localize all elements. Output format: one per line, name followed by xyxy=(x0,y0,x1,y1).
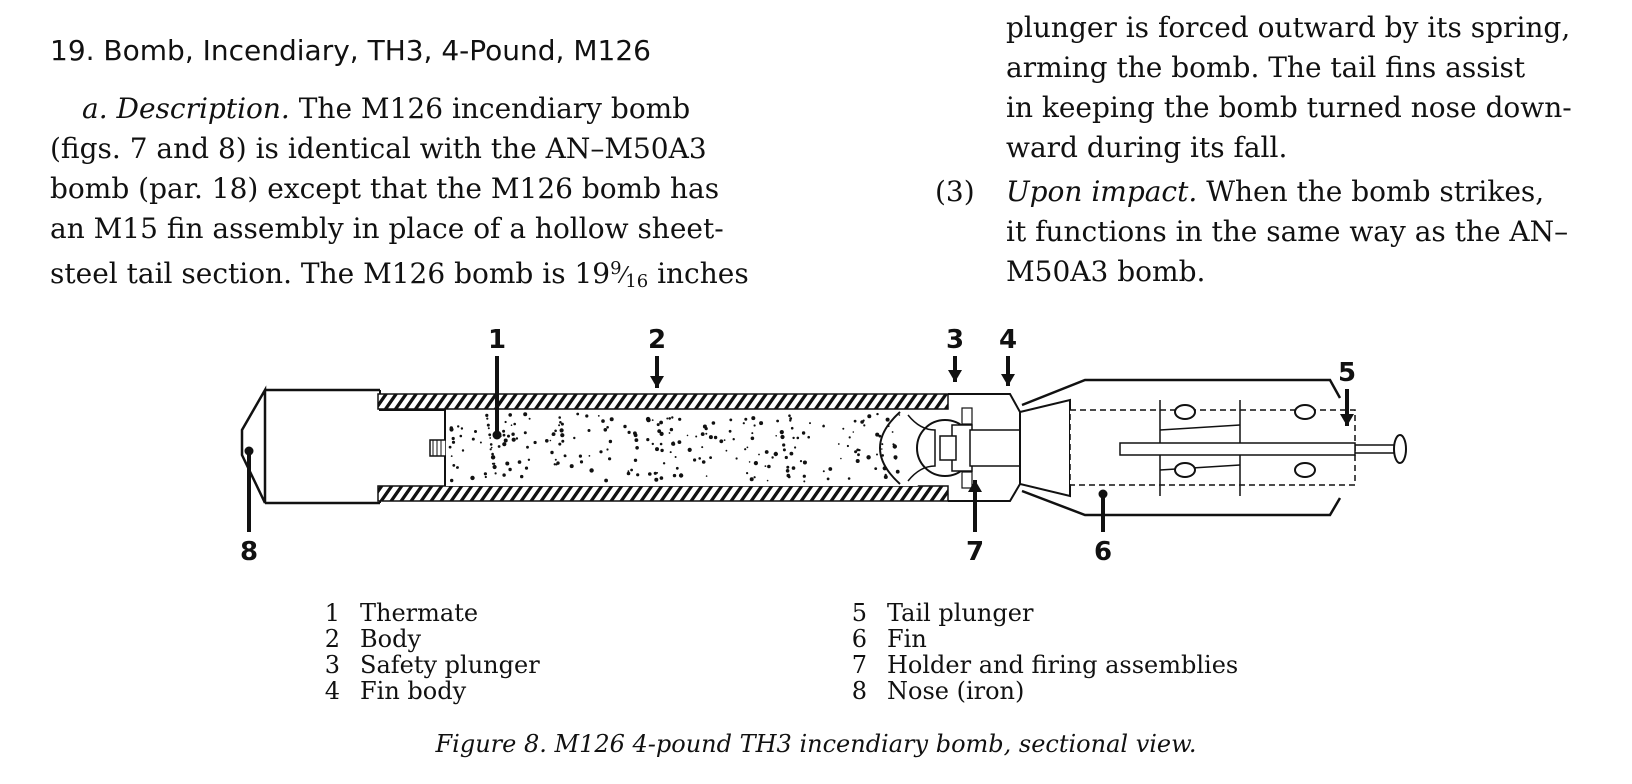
callout-label-3: 3 xyxy=(946,325,964,355)
para-line: (figs. 7 and 8) is identical with the AN… xyxy=(50,132,707,165)
nose-section xyxy=(240,385,447,505)
callout-label-6: 6 xyxy=(1094,537,1112,567)
callout-label-8: 8 xyxy=(240,537,258,567)
cont-line: ward during its fall. xyxy=(1006,131,1288,164)
callout-pointer xyxy=(948,370,962,382)
callout-label-2: 2 xyxy=(648,325,666,355)
callout-label-5: 5 xyxy=(1338,358,1356,388)
callout-pointer xyxy=(244,446,254,456)
para-line-last: steel tail section. The M126 bomb is 199… xyxy=(50,257,749,292)
callout-label-7: 7 xyxy=(966,537,984,567)
cont-line: in keeping the bomb turned nose down- xyxy=(1006,91,1572,124)
section-title: 19. Bomb, Incendiary, TH3, 4-Pound, M126 xyxy=(50,34,651,67)
thermate-fill xyxy=(446,410,918,486)
tail-plunger xyxy=(1119,434,1407,464)
holder-firing-assembly xyxy=(878,407,1021,489)
callout-label-4: 4 xyxy=(999,325,1017,355)
para-line: bomb (par. 18) except that the M126 bomb… xyxy=(50,172,720,205)
callout-pointer xyxy=(492,430,502,440)
item-line: M50A3 bomb. xyxy=(1006,255,1206,288)
callout-pointer xyxy=(1001,374,1015,386)
item-line: it functions in the same way as the AN– xyxy=(1006,215,1569,248)
item-number: (3) xyxy=(935,175,975,208)
description-paragraph: a. Description. The M126 incendiary bomb xyxy=(50,89,813,129)
callout-pointer xyxy=(1340,414,1354,426)
fraction: 9⁄16 xyxy=(610,258,649,292)
left-column: a. Description. The M126 incendiary bomb… xyxy=(50,89,813,302)
para-label: a. xyxy=(82,92,108,125)
callout-pointer xyxy=(650,376,664,388)
body-walls xyxy=(377,393,949,502)
bomb-sectional-diagram: 1 2 3 4 5 6 7 8 xyxy=(240,325,1407,567)
cont-line: arming the bomb. The tail fins assist xyxy=(1006,51,1526,84)
callout-pointer xyxy=(1098,489,1108,499)
item-heading: Upon impact. xyxy=(1006,175,1198,208)
nose-stud xyxy=(429,439,447,457)
cont-line: plunger is forced outward by its spring, xyxy=(1006,11,1571,44)
callout-label-1: 1 xyxy=(488,325,506,355)
callout-pointer xyxy=(968,480,982,492)
figure-caption: Figure 8. M126 4-pound TH3 incendiary bo… xyxy=(435,730,1197,758)
para-line: an M15 fin assembly in place of a hollow… xyxy=(50,212,724,245)
para-text: The M126 incendiary bomb xyxy=(298,92,691,125)
para-heading: Description. xyxy=(116,92,290,125)
